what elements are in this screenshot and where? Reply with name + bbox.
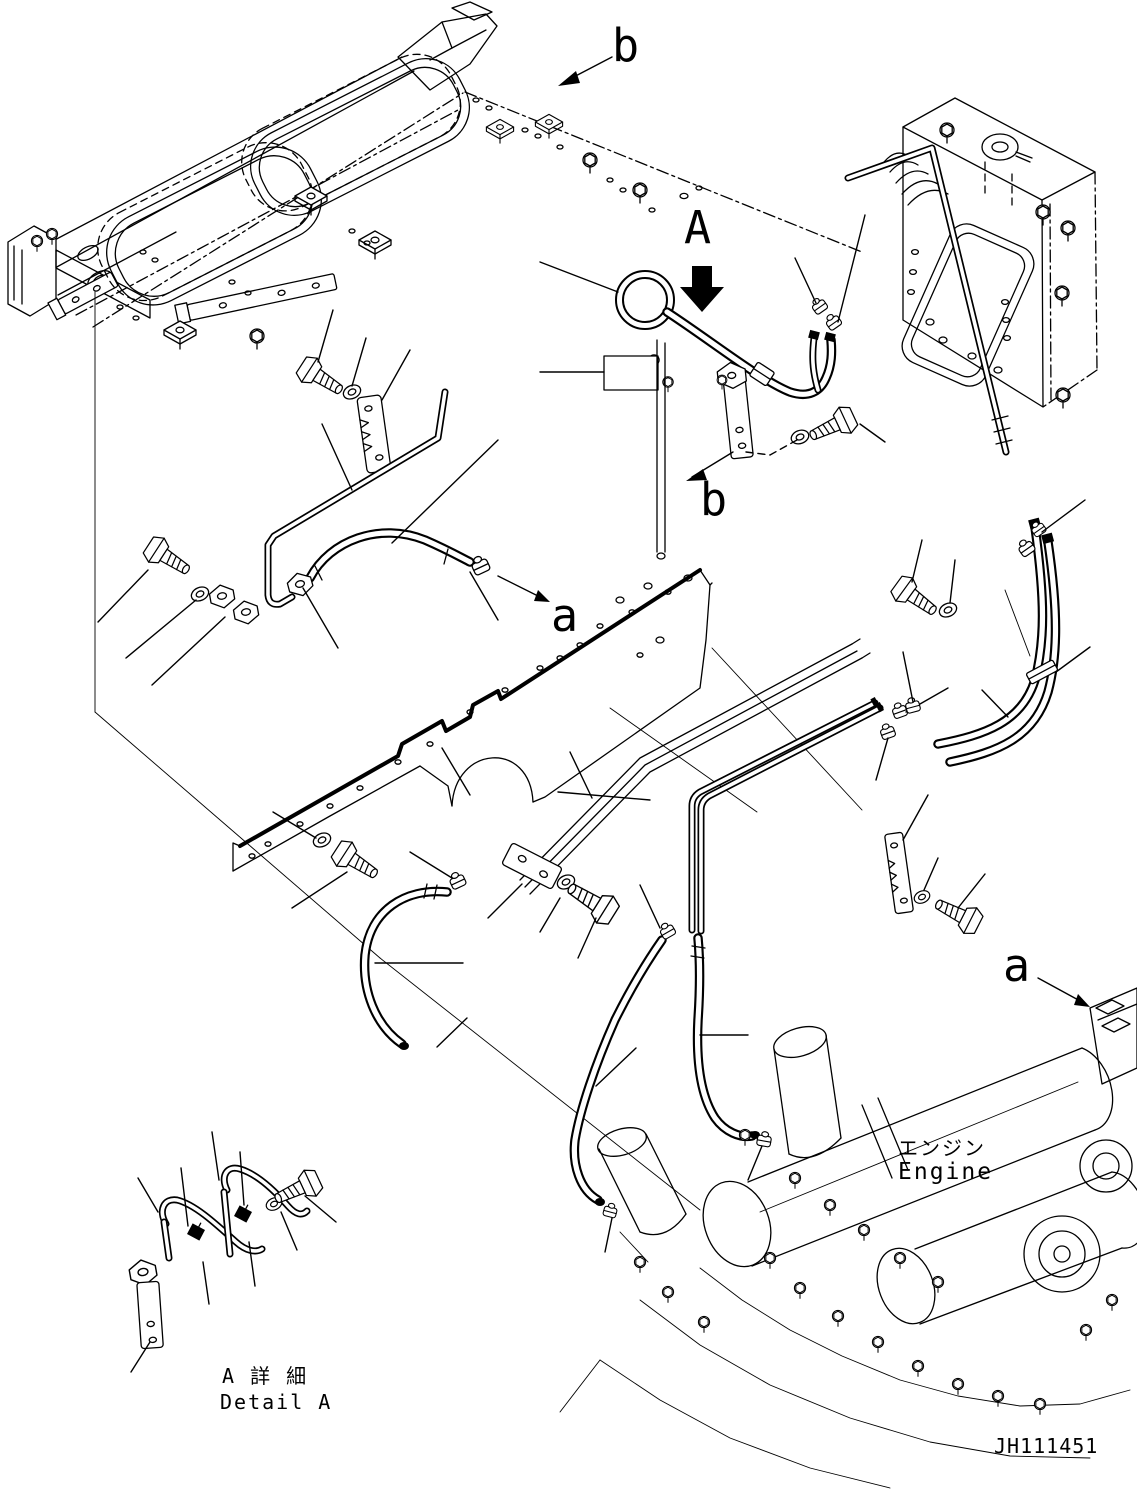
tank-hose-pair [887, 499, 1091, 767]
hose-c-left [359, 851, 468, 1050]
multi-clamp-bar [356, 394, 392, 474]
view-label-a-right: a [1003, 939, 1031, 992]
loop-hose-assembly [539, 261, 886, 560]
engine-caption-jp: エンジン [898, 1136, 986, 1160]
view-label-a-mid: a [551, 589, 579, 642]
arrow-a-mid [497, 575, 543, 599]
detail-a-caption-en: Detail A [220, 1390, 333, 1414]
hose-s-center [569, 884, 677, 1253]
tube-bundles [519, 638, 949, 935]
deck-holes [116, 97, 703, 321]
mounting-plate [232, 568, 713, 872]
arrow-a-right [1037, 977, 1083, 1003]
washer-bolt-below-plate [272, 811, 385, 909]
arc-hose-upper [284, 439, 499, 649]
engine-caption-en: Engine [898, 1159, 994, 1185]
view-label-b-top: b [612, 19, 640, 72]
fastener-cluster-left [97, 532, 261, 686]
upper-frame-assembly [7, 1, 863, 1211]
view-arrows [497, 56, 1090, 1007]
detail-a-parts [127, 1131, 337, 1373]
engine-assembly [559, 987, 1137, 1489]
right-clamp-bar-cluster [884, 794, 986, 939]
mid-clamp-block-cluster [487, 842, 623, 959]
detail-marker-label: A [684, 201, 712, 254]
arrow-detail-a [680, 266, 724, 312]
bent-tube [264, 388, 449, 608]
view-label-b-mid: b [700, 473, 728, 526]
hydraulic-tank [794, 97, 1098, 456]
detail-a-caption-jp: A 詳 細 [222, 1364, 309, 1388]
fastener-cluster-top [293, 309, 411, 474]
drawing-number: JH111451 [994, 1434, 1099, 1458]
hose-right-vertical [690, 933, 773, 1181]
